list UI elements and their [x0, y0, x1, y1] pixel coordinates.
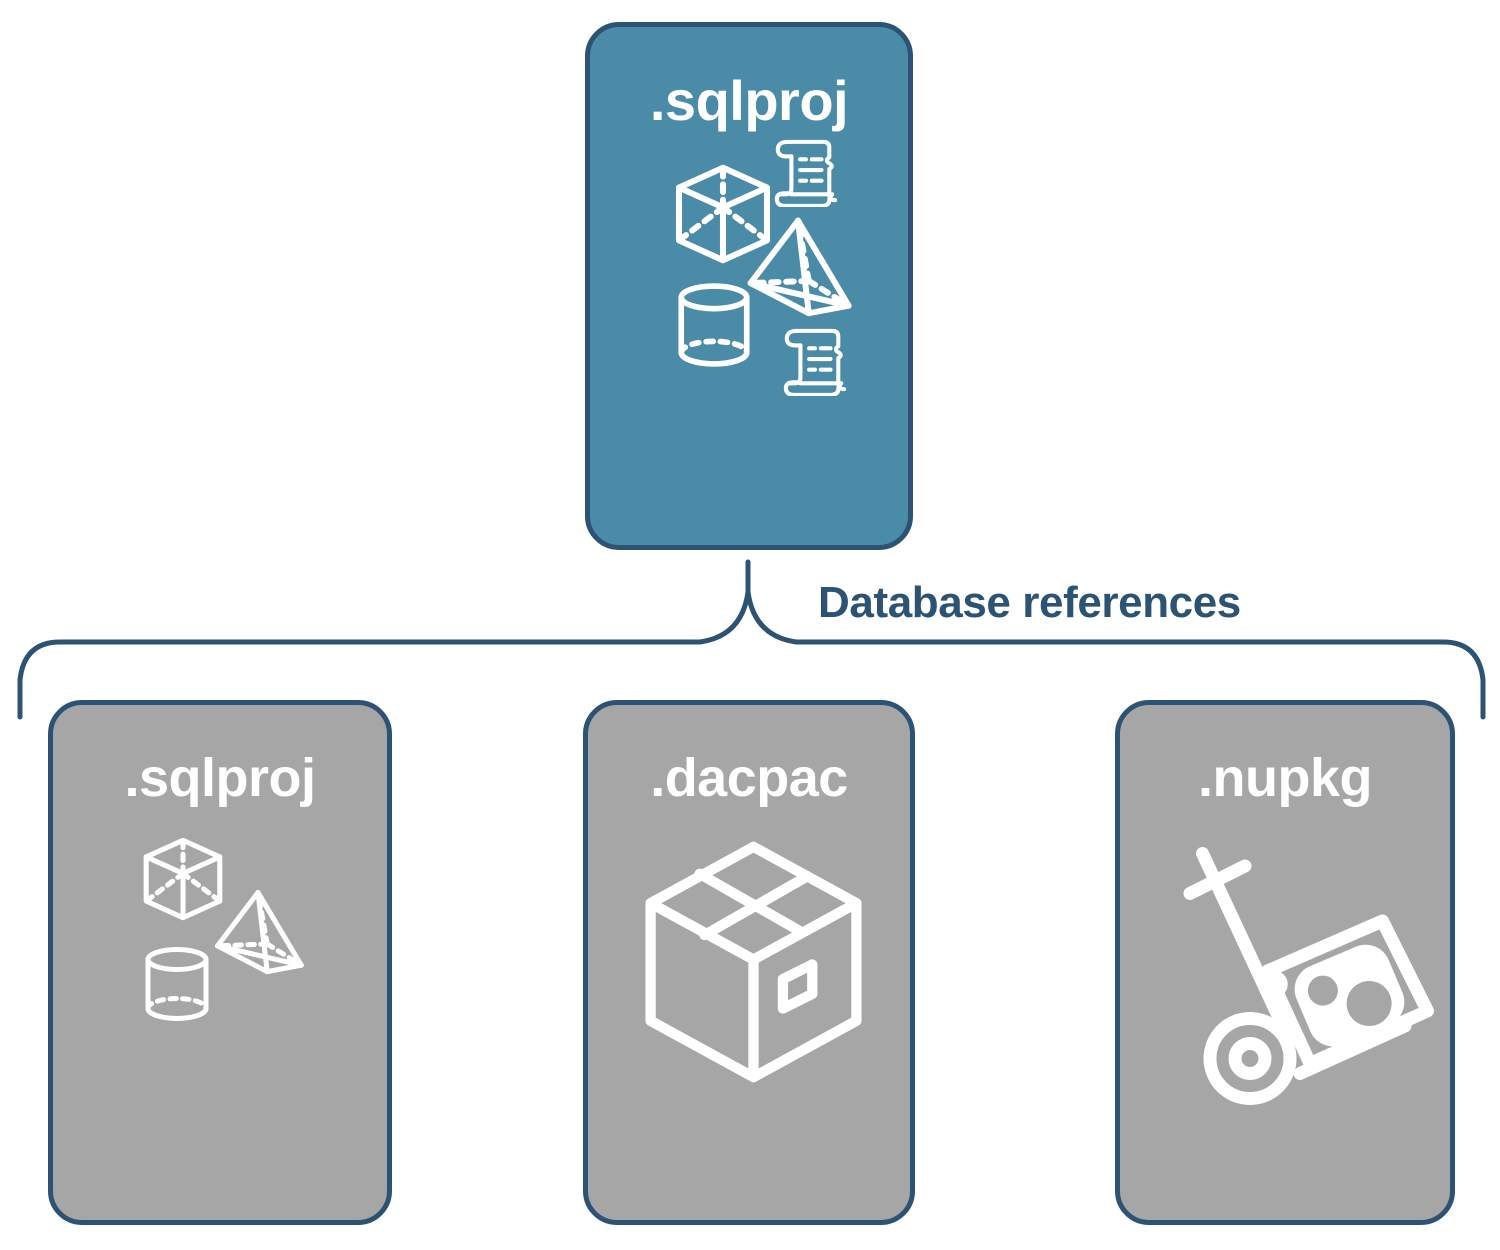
brace-label: Database references: [818, 578, 1241, 627]
scroll-icon: [774, 139, 838, 207]
node-child-dacpac-icon-group: [588, 805, 910, 1220]
node-root-label: .sqlproj: [649, 69, 849, 132]
node-child-nupkg-icon-group: [1120, 805, 1450, 1220]
cube-icon: [143, 837, 223, 921]
hand-truck-icon: [1183, 847, 1434, 1105]
node-root-icon-group: [590, 129, 908, 545]
pyramid-icon: [214, 889, 304, 975]
node-root-sqlproj[interactable]: .sqlproj: [585, 22, 913, 550]
shipping-box-icon: [645, 841, 862, 1083]
node-child-dacpac-label: .dacpac: [650, 748, 848, 808]
node-child-nupkg-label: .nupkg: [1198, 748, 1372, 808]
scroll-icon: [783, 328, 847, 396]
cylinder-icon: [678, 283, 750, 367]
node-child-dacpac[interactable]: .dacpac: [583, 700, 915, 1225]
cube-icon: [675, 164, 771, 264]
node-child-nupkg[interactable]: .nupkg: [1115, 700, 1455, 1225]
cylinder-icon: [145, 947, 209, 1021]
node-child-sqlproj-label: .sqlproj: [124, 748, 316, 808]
node-child-sqlproj-icon-group: [53, 805, 387, 1220]
pyramid-icon: [747, 217, 852, 317]
node-child-sqlproj[interactable]: .sqlproj: [48, 700, 392, 1225]
